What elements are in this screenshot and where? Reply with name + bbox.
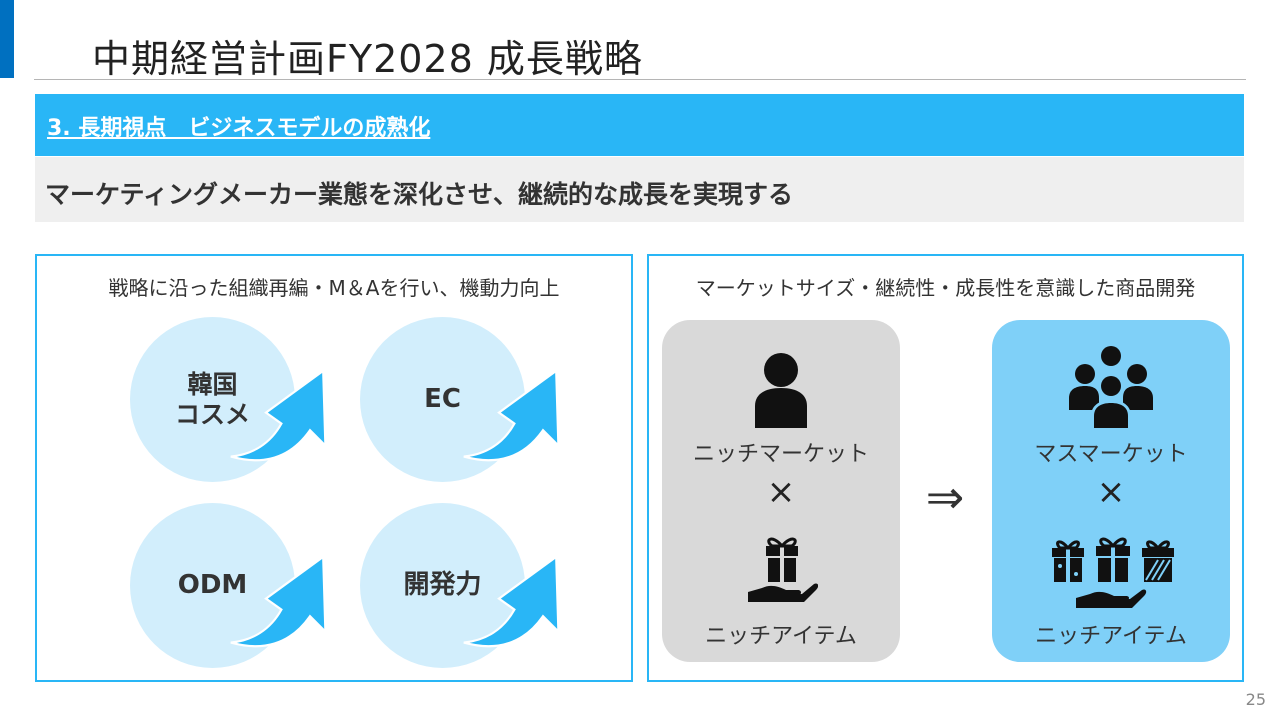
title-accent-bar (0, 0, 14, 78)
growth-arrow-icon (463, 554, 560, 648)
section-heading-band: 3. 長期視点 ビジネスモデルの成熟化 (35, 94, 1244, 156)
group-of-people-icon (1069, 346, 1153, 430)
title-divider (34, 79, 1246, 80)
growth-arrow-icon (230, 554, 327, 648)
panel-title: 戦略に沿った組織再編・M＆Aを行い、機動力向上 (108, 276, 560, 300)
gift-on-hand-icon (748, 537, 818, 602)
times-symbol: × (766, 472, 796, 512)
growth-arrow-icon (463, 368, 560, 462)
subtitle-text: マーケティングメーカー業態を深化させ、継続的な成長を実現する (45, 180, 794, 209)
page-title: 中期経営計画FY2028 成長戦略 (92, 37, 643, 81)
market-label: マスマーケット (1034, 442, 1188, 467)
implies-arrow: ⇒ (925, 470, 965, 524)
item-label: ニッチアイテム (705, 624, 857, 649)
market-label: ニッチマーケット (692, 442, 869, 467)
multiple-gifts-on-hand-icon (1052, 537, 1174, 608)
single-person-icon (755, 353, 807, 428)
page-number: 25 (1245, 690, 1266, 709)
section-heading: 3. 長期視点 ビジネスモデルの成熟化 (47, 116, 431, 141)
item-label: ニッチアイテム (1035, 624, 1187, 649)
circle-label: ODM (177, 569, 248, 600)
growth-arrow-icon (230, 368, 327, 462)
circle-label: EC (424, 383, 461, 414)
times-symbol: × (1096, 472, 1126, 512)
niche-market-card: ニッチマーケット × ニッチアイテム (662, 320, 900, 662)
panel-title: マーケットサイズ・継続性・成長性を意識した商品開発 (695, 276, 1196, 300)
circle-label: 韓国 コスメ (174, 369, 250, 429)
mass-market-card: マスマーケット × ニッチアイテム (992, 320, 1230, 662)
circle-label: 開発力 (403, 569, 482, 600)
subtitle-band: マーケティングメーカー業態を深化させ、継続的な成長を実現する (35, 157, 1244, 222)
